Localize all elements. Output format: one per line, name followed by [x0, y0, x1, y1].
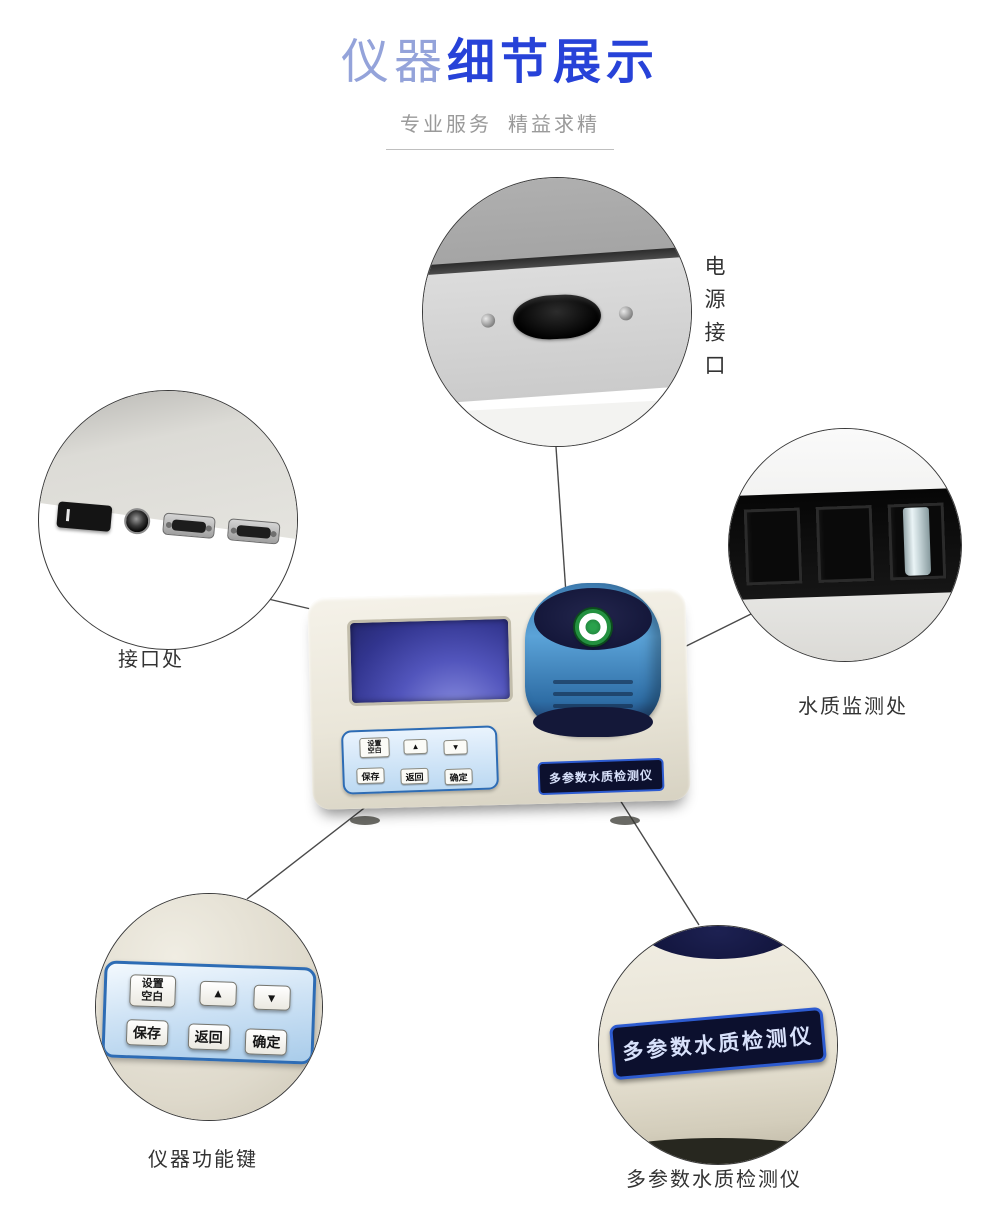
callout-circle-nameplate: 多参数水质检测仪 — [598, 925, 838, 1165]
sample-slot-band — [729, 486, 961, 602]
keypad-button-ok: 确定 — [444, 768, 473, 786]
keypad-panel-closeup: 设置空白 ▲ ▼ 保存 返回 确定 — [101, 960, 317, 1065]
glass-cuvette — [902, 506, 932, 576]
page-subtitle: 专业服务精益求精 — [386, 108, 614, 150]
keypad-set-line2: 空白 — [140, 990, 164, 1004]
pod-vent-slit — [553, 704, 633, 708]
subtitle-left: 专业服务 — [400, 114, 492, 136]
serial-port-pins — [236, 524, 272, 539]
device-nameplate: 多参数水质检测仪 — [537, 757, 665, 796]
table-surface — [423, 397, 691, 446]
keypad-button-up: ▲ — [403, 738, 428, 755]
switch-indicator — [65, 509, 70, 522]
sample-slot-with-cuvette — [887, 502, 947, 581]
sample-slot — [815, 504, 875, 583]
callout-circle-ports — [38, 390, 298, 650]
power-socket-assembly — [480, 291, 634, 343]
page-title-accent: 细节展示 — [447, 36, 660, 89]
keypad-set-line1: 设置 — [141, 978, 164, 991]
callout-label-ports: 接口处 — [118, 649, 184, 671]
power-jack — [123, 507, 152, 536]
serial-port-pins — [171, 519, 207, 533]
device-screen — [346, 615, 514, 707]
callout-circle-power — [422, 177, 692, 447]
callout-label-power: 电源接口 — [702, 255, 725, 387]
power-socket — [511, 293, 603, 342]
device-foot-right — [610, 816, 640, 825]
rocker-switch — [56, 501, 113, 533]
keypad-button-ok: 确定 — [244, 1028, 288, 1056]
callout-circle-keys: 设置空白 ▲ ▼ 保存 返回 确定 — [95, 893, 323, 1121]
keypad-button-set-blank: 设置空白 — [359, 737, 390, 759]
socket-screw-left — [480, 313, 496, 329]
page-title: 仪器细节展示 — [0, 22, 1000, 92]
callout-label-monitor: 水质监测处 — [798, 696, 908, 718]
pod-base — [533, 707, 653, 737]
keypad-button-up: ▲ — [198, 980, 237, 1007]
sample-compartment-pod — [525, 583, 661, 737]
socket-screw-right — [618, 306, 634, 322]
subtitle-right: 精益求精 — [508, 114, 600, 136]
page-title-light: 仪器 — [340, 36, 447, 89]
device-keypad: 设置空白 ▲ ▼ 保存 返回 确定 — [340, 725, 500, 795]
keypad-button-save: 保存 — [125, 1018, 169, 1047]
callout-circle-monitor — [728, 428, 962, 662]
serial-port-right — [226, 518, 281, 545]
brand-logo-icon — [575, 609, 611, 645]
device-shadow — [599, 1137, 837, 1164]
sample-slot — [743, 507, 803, 586]
keypad-button-save: 保存 — [356, 767, 385, 785]
keypad-button-back: 返回 — [187, 1023, 230, 1052]
connector-power — [555, 446, 567, 595]
keypad-button-down: ▼ — [443, 739, 468, 756]
keypad-button-set-blank: 设置空白 — [128, 974, 176, 1008]
keypad-button-back: 返回 — [400, 767, 429, 785]
header: 仪器细节展示 专业服务精益求精 — [0, 0, 1000, 150]
pod-vent-slit — [553, 680, 633, 684]
keypad-set-line2: 空白 — [367, 747, 382, 755]
callout-label-keys: 仪器功能键 — [148, 1149, 258, 1171]
callout-label-nameplate: 多参数水质检测仪 — [626, 1169, 802, 1191]
serial-port-left — [162, 512, 216, 540]
keypad-button-down: ▼ — [252, 984, 291, 1012]
pod-vent-slit — [553, 692, 633, 696]
device-foot-left — [350, 816, 380, 825]
device-photo: 设置空白 ▲ ▼ 保存 返回 确定 多参数水质检测仪 — [298, 575, 698, 825]
